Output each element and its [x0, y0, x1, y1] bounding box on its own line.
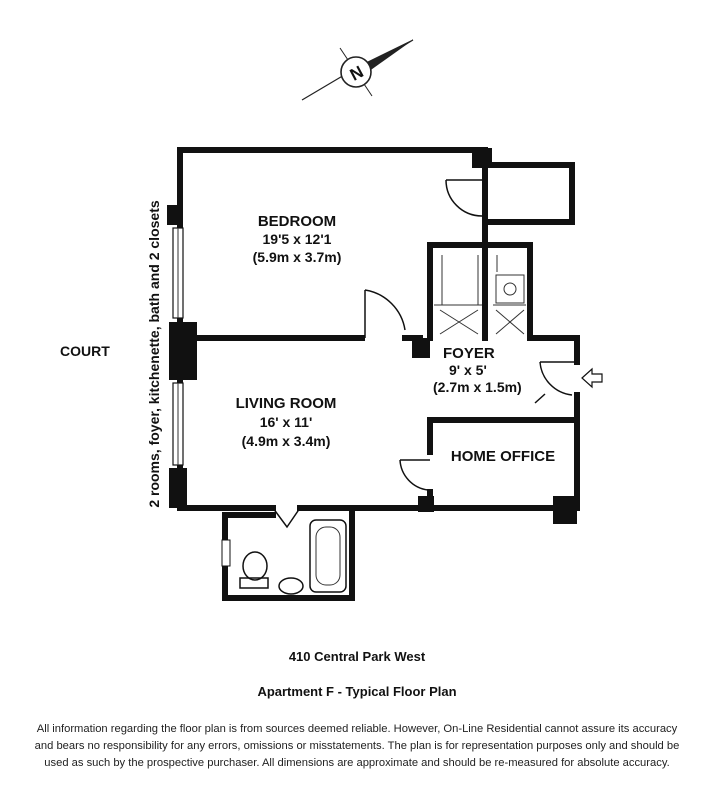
windows — [172, 227, 231, 567]
entrance-arrow-icon — [581, 367, 603, 389]
room-foyer: FOYER 9' x 5' (2.7m x 1.5m) — [433, 345, 522, 395]
apartment-summary: 2 rooms, foyer, kitchenette, bath and 2 … — [146, 200, 162, 508]
living-room-name: LIVING ROOM — [236, 395, 337, 412]
bedroom-dim-metric: (5.9m x 3.7m) — [253, 249, 342, 265]
disclaimer-line-3: used as such by the prospective purchase… — [44, 757, 669, 769]
foyer-dim-metric: (2.7m x 1.5m) — [433, 379, 522, 395]
disclaimer-line-1: All information regarding the floor plan… — [37, 723, 678, 735]
bedroom-name: BEDROOM — [258, 213, 336, 230]
bath-fixtures — [239, 519, 347, 595]
disclaimer-line-2: and bears no responsibility for any erro… — [35, 740, 680, 752]
room-bedroom: BEDROOM 19'5 x 12'1 (5.9m x 3.7m) — [253, 213, 342, 265]
bedroom-dim-imperial: 19'5 x 12'1 — [263, 231, 332, 247]
court-label: COURT — [60, 343, 110, 359]
foyer-name: FOYER — [443, 345, 495, 362]
home-office-name: HOME OFFICE — [451, 448, 555, 465]
walls — [177, 147, 580, 601]
north-arrow-icon: N — [301, 39, 414, 101]
columns — [167, 148, 577, 524]
plan-title: Apartment F - Typical Floor Plan — [257, 684, 456, 699]
room-home-office: HOME OFFICE — [451, 448, 555, 465]
room-living-room: LIVING ROOM 16' x 11' (4.9m x 3.4m) — [236, 395, 337, 449]
foyer-dim-imperial: 9' x 5' — [449, 362, 487, 378]
doors — [272, 179, 577, 529]
closets — [434, 255, 526, 335]
living-room-dim-imperial: 16' x 11' — [260, 414, 313, 430]
address: 410 Central Park West — [289, 649, 426, 664]
living-room-dim-metric: (4.9m x 3.4m) — [242, 433, 331, 449]
